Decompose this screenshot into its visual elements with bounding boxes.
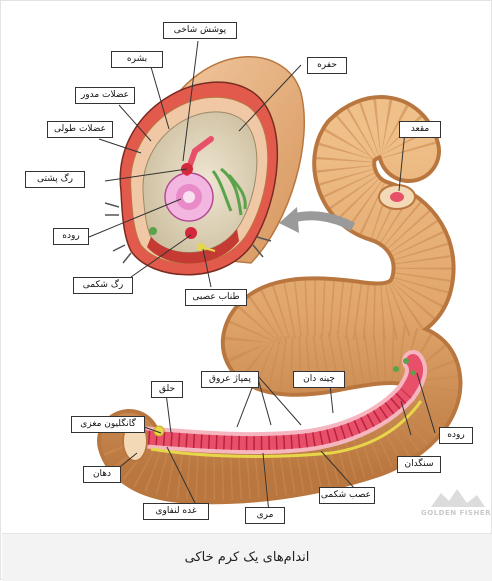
- label-lymph-gland: غده لنفاوی: [143, 503, 209, 520]
- label-esophagus: مری: [245, 507, 285, 524]
- label-crop: چینه دان: [293, 371, 345, 388]
- label-intestine: روده: [439, 427, 473, 444]
- figure-caption: اندام‌های یک کرم خاکی: [185, 550, 310, 565]
- caption-bar: اندام‌های یک کرم خاکی: [2, 533, 492, 581]
- label-cerebral-ganglion: گانگلیون مغزی: [71, 416, 145, 433]
- label-longitudinal-muscles: عضلات طولی: [47, 121, 113, 138]
- label-anus: مقعد: [399, 121, 441, 138]
- label-nerve-cord: طناب عصبی: [185, 289, 247, 306]
- label-mouth: دهان: [83, 466, 121, 483]
- label-intestine-cross: روده: [53, 228, 89, 245]
- tail-cross-section: [379, 185, 415, 209]
- label-ventral-vessel: رگ شکمی: [73, 277, 133, 294]
- label-circular-muscles: عضلات مدور: [75, 87, 135, 104]
- label-pharynx: حلق: [151, 381, 183, 398]
- label-cuticle: پوشش شاخی: [163, 22, 237, 39]
- label-aortic-arches: پمپاژ عروق: [201, 371, 259, 388]
- watermark: GOLDEN FISHER: [419, 487, 491, 529]
- label-epidermis: بشره: [111, 51, 163, 68]
- label-coelom: حفره: [307, 57, 347, 74]
- label-dorsal-vessel: رگ پشتی: [25, 171, 85, 188]
- earthworm-diagram: [1, 1, 492, 533]
- watermark-text: GOLDEN FISHER: [421, 509, 491, 517]
- label-ventral-nerve: عصب شکمی: [319, 487, 375, 504]
- label-gizzard: سنگدان: [397, 456, 441, 473]
